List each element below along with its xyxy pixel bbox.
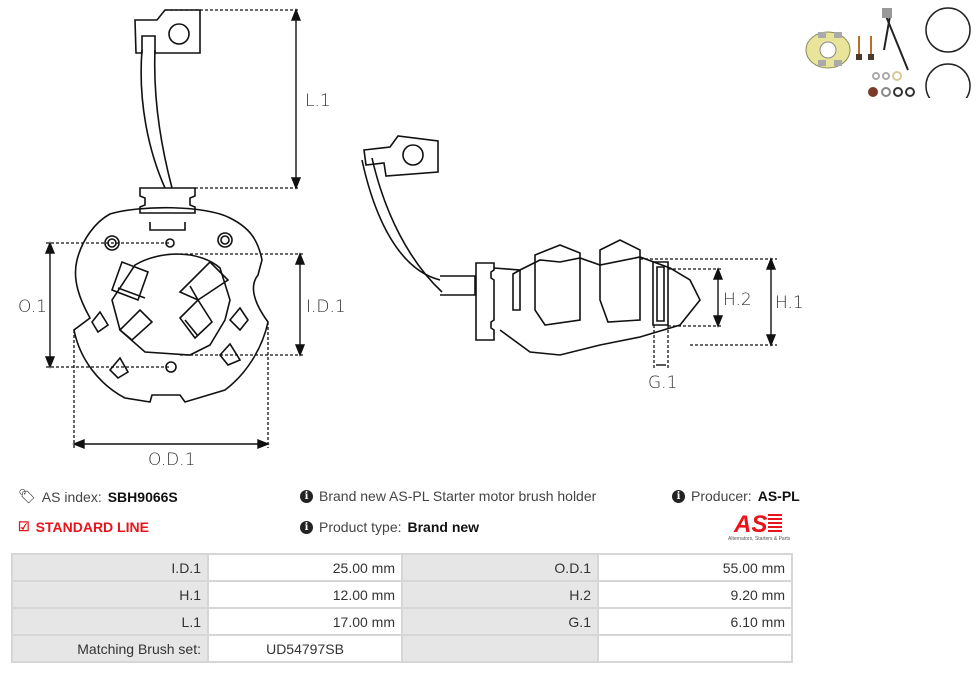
kit-photo-illustration [805,7,971,109]
spec-value: 25.00 mm [207,553,403,582]
logo-tagline: Alternators, Starters & Parts [728,536,791,542]
spec-key: L.1 [11,607,209,636]
specs-table: I.D.1 25.00 mm O.D.1 55.00 mm H.1 12.00 … [11,553,793,663]
spec-value: 6.10 mm [597,607,793,636]
spec-value: 55.00 mm [597,553,793,582]
technical-drawing: L.1 O.1 I.D.1 O.D.1 [18,8,804,470]
producer: i Producer: AS-PL [672,488,800,504]
as-pl-logo: AS Alternators, Starters & Parts [728,508,798,542]
table-row: I.D.1 25.00 mm O.D.1 55.00 mm [11,553,793,582]
as-index-value: SBH9066S [107,488,178,505]
label-od1: O.D.1 [148,450,195,470]
spec-key: H.2 [401,580,599,609]
as-logo-mark: AS Alternators, Starters & Parts [728,511,791,542]
label-l1: L.1 [305,91,331,111]
standard-line-label: STANDARD LINE [35,519,149,535]
label-g1: G.1 [648,373,677,393]
side-dimension-arrows [656,257,777,366]
side-view [361,135,701,356]
checkbox-checked-icon: ☑ [18,519,30,534]
spec-value [597,634,793,663]
matching-brush-set-link[interactable]: UD54797SB [207,634,403,663]
spec-value: 17.00 mm [207,607,403,636]
front-dimension-guides [46,9,305,448]
spec-key: Matching Brush set: [11,634,209,663]
info-icon: i [300,520,313,534]
description-text: Brand new AS-PL Starter motor brush hold… [319,488,597,504]
front-dimension-arrows [44,8,306,450]
info-icon: i [672,489,685,503]
as-index-label: AS index: [41,488,102,505]
tags-icon: 🏷 [18,488,36,504]
spec-key: I.D.1 [11,553,209,582]
spec-value: 9.20 mm [597,580,793,609]
spec-key [401,634,599,663]
spec-value: 12.00 mm [207,580,403,609]
product-type-label: Product type: [319,519,402,535]
label-h2: H.2 [723,290,752,310]
label-o1: O.1 [18,297,47,317]
table-row: H.1 12.00 mm H.2 9.20 mm [11,580,793,609]
producer-label: Producer: [691,488,752,504]
spec-key: G.1 [401,607,599,636]
product-type: i Product type: Brand new [300,519,479,535]
product-thumbnail[interactable] [798,2,974,109]
spec-key: O.D.1 [401,553,599,582]
info-icon: i [300,489,313,503]
table-row: L.1 17.00 mm G.1 6.10 mm [11,607,793,636]
side-dimension-guides [640,258,777,368]
front-view [73,9,269,403]
drawing-svg: L.1 O.1 I.D.1 O.D.1 [18,8,804,470]
logo-text: AS [733,511,767,538]
standard-line-badge: ☑ STANDARD LINE [18,519,149,535]
spec-key: H.1 [11,580,209,609]
label-h1: H.1 [775,293,804,313]
description: i Brand new AS-PL Starter motor brush ho… [300,488,596,504]
label-id1: I.D.1 [306,297,346,317]
as-index: 🏷 AS index: SBH9066S [18,488,178,505]
table-row: Matching Brush set: UD54797SB [11,634,793,663]
product-type-value: Brand new [407,519,480,535]
producer-value: AS-PL [757,488,800,504]
